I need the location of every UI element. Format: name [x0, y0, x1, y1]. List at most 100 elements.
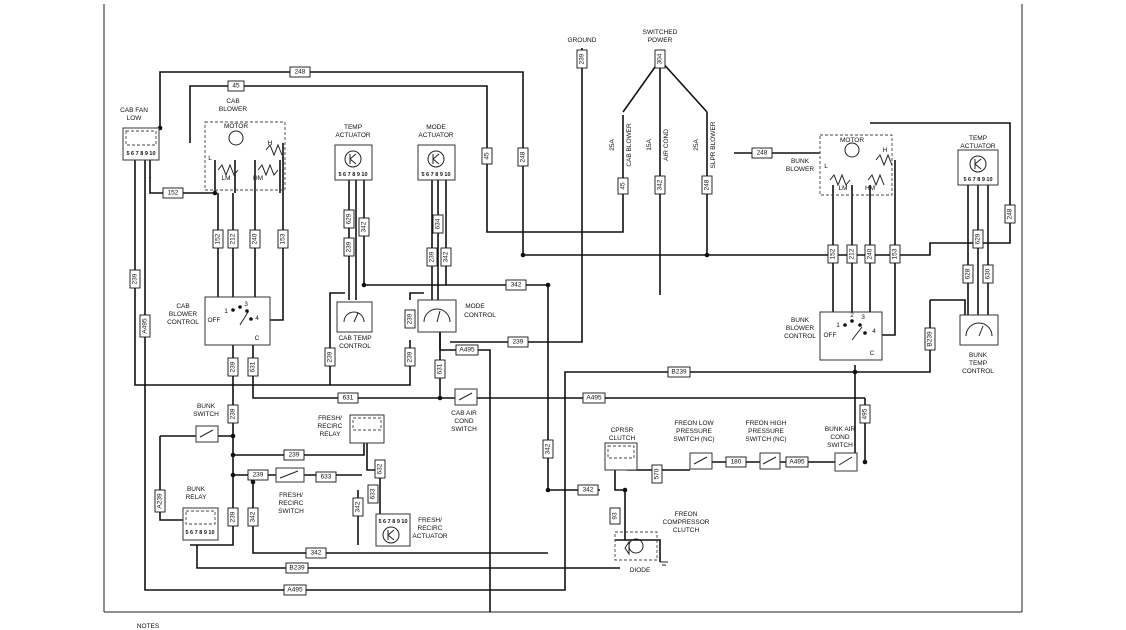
- cab-blower: [204, 121, 286, 191]
- mode-control: [417, 299, 457, 333]
- svg-text:248: 248: [520, 151, 527, 162]
- cab-air-cond-label-1: CAB AIR: [451, 410, 477, 417]
- wire-tag-239-left: 239: [129, 269, 141, 289]
- svg-text:239: 239: [132, 273, 139, 284]
- svg-text:152: 152: [830, 248, 837, 259]
- wire-tag-239-temp: 239: [343, 237, 355, 257]
- bunk-speed-h: H: [883, 147, 888, 154]
- svg-text:342: 342: [250, 511, 257, 522]
- wire-tag-152: 152: [212, 229, 224, 249]
- svg-text:153: 153: [280, 233, 287, 244]
- bunk-blower: [819, 134, 893, 196]
- wire-tag-239-mode: 239: [426, 247, 438, 267]
- svg-text:304: 304: [657, 53, 664, 64]
- wire-tag-239-temp-left: 239: [324, 347, 336, 367]
- svg-text:A495: A495: [789, 459, 805, 466]
- wire-tag-b239-bottom: B239: [285, 562, 309, 574]
- wire-tag-629: 629: [343, 209, 355, 229]
- cab-fan-low-pins: 5 6 7 8 9 10: [126, 151, 155, 157]
- wire-tag-239-mode-left: 239: [404, 309, 416, 329]
- bunk-air-cond-switch: [834, 452, 858, 472]
- cab-control-off: OFF: [208, 317, 221, 324]
- wire-tag-239-sw: 239: [247, 469, 269, 481]
- freon-low-label-3: SWITCH (NC): [673, 436, 714, 443]
- svg-text:342: 342: [311, 550, 322, 557]
- svg-text:248: 248: [1007, 208, 1014, 219]
- wire-tag-248-right: 248: [1004, 204, 1016, 224]
- bunk-speed-l: L: [824, 163, 828, 170]
- bunk-temp-actuator-label-2: ACTUATOR: [960, 143, 995, 150]
- svg-text:633: 633: [370, 488, 377, 499]
- bunk-control-3: 3: [861, 314, 865, 321]
- wire-tag-342-temp: 342: [358, 217, 370, 237]
- wire-tag-240-bunk: 240: [864, 244, 876, 264]
- svg-text:212: 212: [230, 233, 237, 244]
- cab-temp-actuator-label-1: TEMP: [344, 124, 362, 131]
- svg-text:631: 631: [437, 363, 444, 374]
- cab-speed-lm: LM: [221, 175, 230, 182]
- bunk-control-2: 2: [850, 312, 854, 319]
- bunk-switch-label-2: SWITCH: [193, 411, 219, 418]
- svg-text:633: 633: [321, 474, 332, 481]
- wire-tag-631-mode: 631: [434, 359, 446, 379]
- notes-label: NOTES: [137, 623, 160, 630]
- wire-tag-631-ctrl: 631: [247, 357, 259, 377]
- svg-text:240: 240: [252, 233, 259, 244]
- wire-tags: 248 45 248 45 239 304 45 342 248 152 152…: [129, 49, 1016, 596]
- bunk-relay-label-1: BUNK: [187, 486, 206, 493]
- compressor-clutch: [614, 531, 668, 566]
- bunk-blower-control-label-1: BUNK: [791, 317, 810, 324]
- mode-actuator: 5 6 7 8 9 10: [417, 144, 456, 181]
- wire-tag-248-bunk: 248: [751, 147, 773, 159]
- cab-blower-control-label-2: BLOWER: [169, 311, 197, 318]
- svg-text:239: 239: [513, 339, 524, 346]
- wire-tag-45-v: 45: [481, 147, 493, 165]
- mode-control-label-2: CONTROL: [464, 312, 496, 319]
- svg-text:248: 248: [704, 179, 711, 190]
- svg-text:45: 45: [232, 83, 240, 90]
- wire-tag-342-bunk: 342: [247, 507, 259, 527]
- freon-high-label-3: SWITCH (NC): [745, 436, 786, 443]
- wire-tag-45-fuse: 45: [617, 177, 629, 195]
- compressor-clutch-label-1: FREON: [675, 511, 698, 518]
- bunk-air-cond-label-2: COND: [830, 434, 849, 441]
- svg-text:A239: A239: [157, 493, 164, 509]
- svg-text:239: 239: [230, 408, 237, 419]
- svg-text:A495: A495: [586, 395, 602, 402]
- mode-control-label-1: MODE: [465, 303, 485, 310]
- bunk-relay-label-2: RELAY: [186, 494, 207, 501]
- wire-tag-b239-mid: B239: [667, 366, 691, 378]
- svg-text:A495: A495: [287, 587, 303, 594]
- wire-tag-240: 240: [249, 229, 261, 249]
- fresh-recirc-relay-label-1: FRESH/: [318, 415, 342, 422]
- cab-temp-control: [336, 301, 373, 333]
- wire-tag-a495-right: A495: [785, 456, 809, 468]
- svg-text:495: 495: [862, 408, 869, 419]
- freon-low-label-2: PRESSURE: [676, 428, 712, 435]
- svg-text:239: 239: [429, 251, 436, 262]
- wire-tag-a495-mid: A495: [582, 392, 606, 404]
- wire-tag-239-mode-left2: 239: [404, 347, 416, 367]
- svg-text:629: 629: [346, 213, 353, 224]
- cab-blower-control: [204, 296, 271, 346]
- svg-text:342: 342: [545, 443, 552, 454]
- freon-high-pressure-switch: [759, 452, 781, 470]
- bunk-relay: 5 6 7 8 9 10: [182, 507, 219, 541]
- wire-tag-342-bottom: 342: [305, 547, 327, 559]
- wire-tag-248-v: 248: [517, 147, 529, 167]
- svg-text:A495: A495: [459, 347, 475, 354]
- cprsr-clutch-label-2: CLUTCH: [609, 435, 636, 442]
- wire-tag-153: 153: [277, 229, 289, 249]
- fuse-air-cond-label: AIR COND: [663, 129, 670, 161]
- svg-text:629: 629: [975, 233, 982, 244]
- compressor-clutch-label-2: COMPRESSOR: [663, 519, 710, 526]
- wire-tag-239-h: 239: [507, 336, 529, 348]
- svg-text:239: 239: [407, 313, 414, 324]
- svg-text:239: 239: [579, 53, 586, 64]
- fuse-cab-blower-label: CAB BLOWER: [626, 123, 633, 167]
- fresh-recirc-actuator-pins: 5 6 7 8 9 10: [378, 519, 407, 525]
- fuse-cab-blower-rating: 25A: [609, 139, 616, 151]
- cab-temp-control-label-1: CAB TEMP: [338, 335, 371, 342]
- wire-tag-248-fuse: 248: [701, 175, 713, 195]
- wire-tag-630: 630: [982, 264, 994, 284]
